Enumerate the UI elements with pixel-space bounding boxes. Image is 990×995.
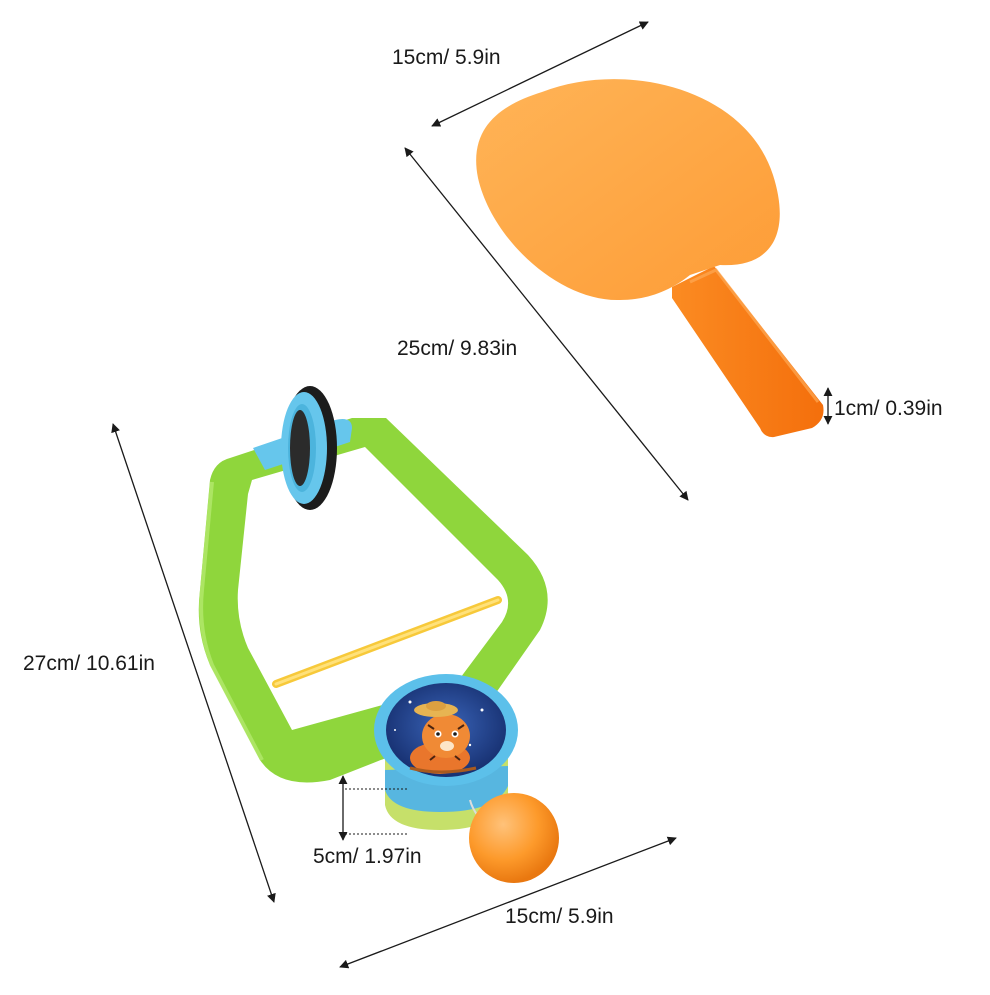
ball-drop-label: 5cm/ 1.97in (313, 845, 422, 868)
ball-holder (374, 674, 518, 830)
trainer-width-arrow (339, 836, 677, 969)
ball-drop-guides (345, 788, 408, 835)
paddle (476, 79, 824, 438)
ball (469, 793, 559, 883)
dimension-lines (111, 21, 833, 969)
trainer-width-label: 15cm/ 5.9in (505, 905, 614, 928)
paddle-blade (476, 79, 780, 301)
trainer-length-arrow (111, 423, 276, 903)
trainer (198, 386, 559, 883)
trainer-length-label: 27cm/ 10.61in (23, 652, 155, 675)
paddle-width-label: 15cm/ 5.9in (392, 46, 501, 69)
paddle-thickness-label: 1cm/ 0.39in (834, 397, 943, 420)
paddle-length-arrow (404, 147, 689, 501)
paddle-handle (672, 266, 824, 438)
top-clip (253, 386, 352, 510)
paddle-width-arrow (431, 21, 649, 127)
paddle-length-label: 25cm/ 9.83in (397, 337, 518, 360)
tiger-cartoon-icon (409, 701, 477, 774)
